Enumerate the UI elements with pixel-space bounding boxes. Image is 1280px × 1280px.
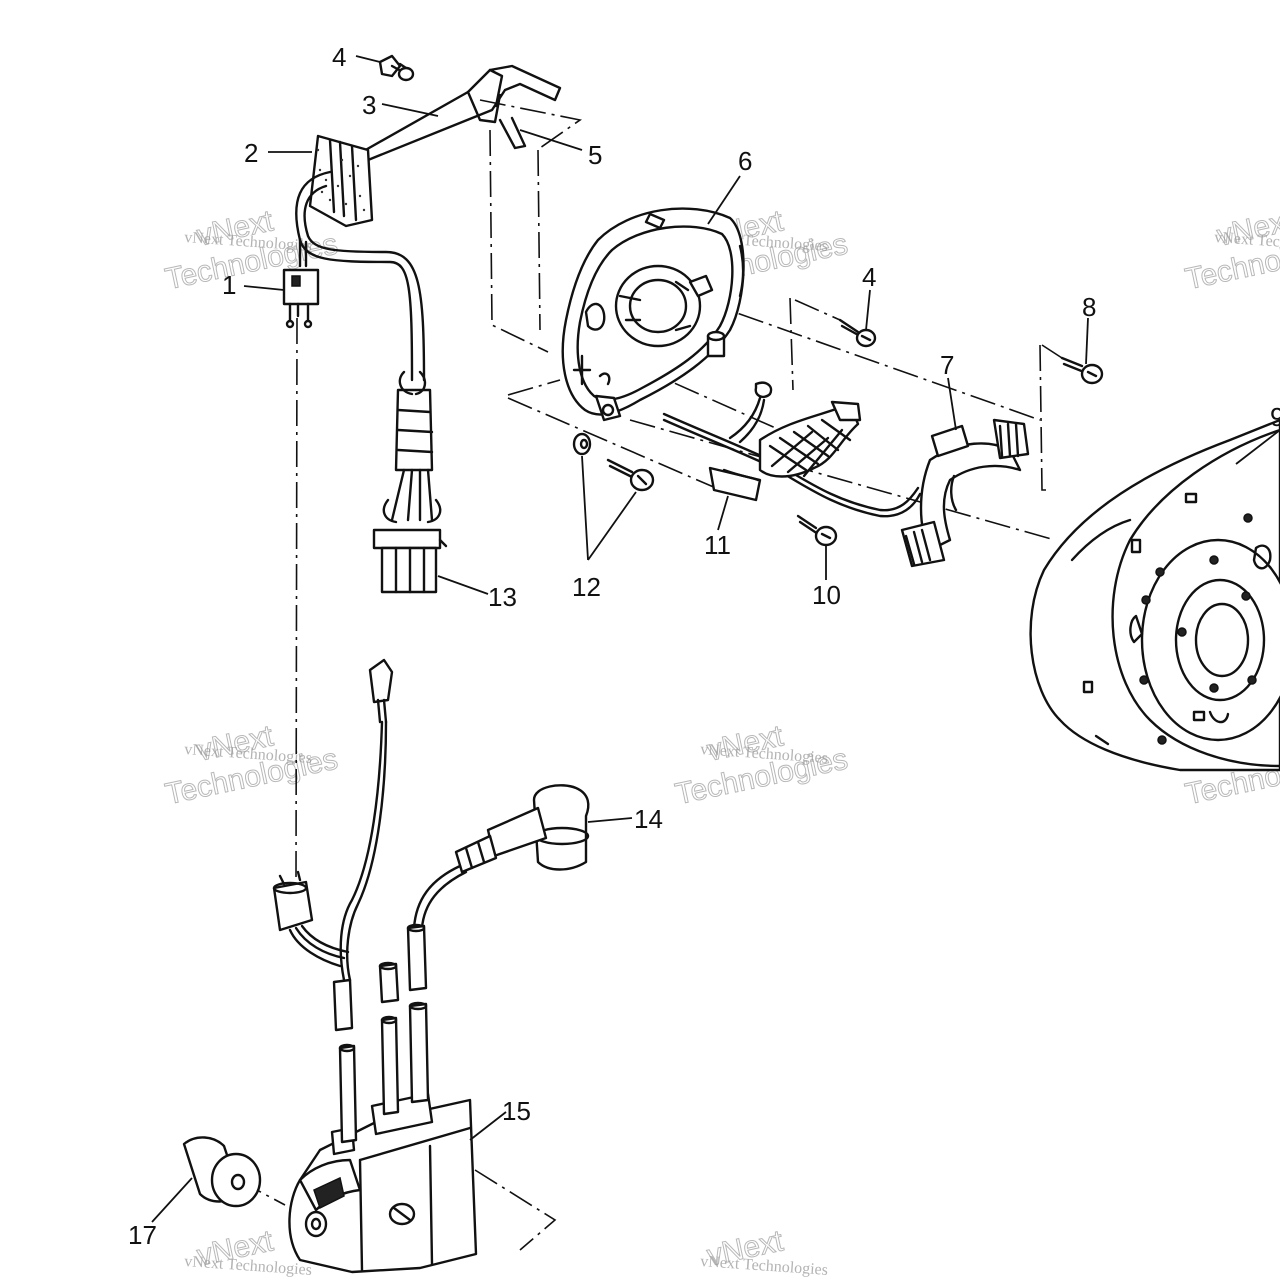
leader-lines [151,55,1280,1223]
callout-10: 10 [812,580,841,610]
washer-part-12 [572,432,592,456]
callout-15: 15 [502,1096,531,1126]
pickup-coil-part-11 [662,381,922,518]
coil-lead-wires [332,658,428,1032]
callout-7: 7 [940,350,954,380]
callout-12: 12 [572,572,601,602]
callout-8: 8 [1082,292,1096,322]
watermark-caption: vNext Technologies [700,1253,829,1279]
callout-17: 17 [128,1220,157,1250]
wire-harness [295,170,442,524]
callout-numbers: 1 2 3 4 4 5 6 7 8 9 10 11 12 13 14 15 17 [128,42,1280,1250]
callout-9: 9 [1270,402,1280,432]
callout-4-upper: 4 [332,42,346,72]
bushing-part-17 [182,1136,262,1208]
regulator-part-2 [308,134,374,228]
callout-2: 2 [244,138,258,168]
callout-4-middle: 4 [862,262,876,292]
connector-part-1 [282,268,320,329]
callout-1: 1 [222,270,236,300]
wire-clamp-part-3 [360,64,562,162]
spark-plug-cap-part-14 [412,784,590,930]
stator-coils [758,400,862,478]
screw-part-4-middle [838,318,877,348]
callout-6: 6 [738,146,752,176]
watermark-caption: vNext Technologies [184,1253,313,1279]
lighting-coil-part-7 [900,418,1030,568]
coil-connector [272,870,350,968]
bracket-part-5 [498,116,527,150]
screw-part-12 [606,458,655,492]
callout-11: 11 [704,530,731,560]
ignition-coil-part-15 [288,1001,478,1274]
callout-5: 5 [588,140,602,170]
screw-part-10 [796,514,838,547]
flywheel-part-9 [1029,418,1280,772]
callout-3: 3 [362,90,376,120]
screw-part-4-upper [378,54,415,82]
callout-14: 14 [634,804,663,834]
screw-part-8 [1060,356,1104,385]
stator-plate-part-6 [561,207,745,422]
callout-13: 13 [488,582,517,612]
connector-part-13 [372,528,448,594]
